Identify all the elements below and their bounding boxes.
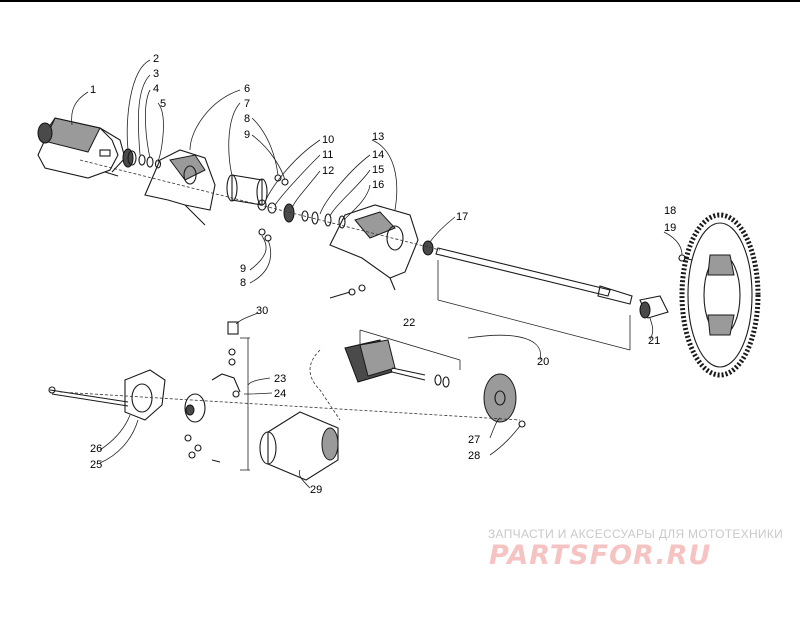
callout-16: 16 bbox=[372, 179, 384, 191]
part-pinion-gear bbox=[122, 148, 137, 168]
part-gear-stack-10-16 bbox=[257, 199, 346, 229]
callout-15: 15 bbox=[372, 164, 384, 176]
part-ring-gear-18 bbox=[679, 212, 761, 378]
part-brush-plate bbox=[184, 393, 221, 463]
callout-14: 14 bbox=[372, 149, 384, 161]
callout-27: 27 bbox=[468, 434, 480, 446]
part-end-plate-27 bbox=[483, 373, 517, 423]
callout-23: 23 bbox=[274, 373, 286, 385]
callout-26: 26 bbox=[90, 443, 102, 455]
leader-lines bbox=[71, 59, 683, 489]
part-armature-22 bbox=[344, 339, 450, 388]
callout-12: 12 bbox=[322, 165, 334, 177]
callout-19: 19 bbox=[664, 222, 676, 234]
callout-25: 25 bbox=[90, 459, 102, 471]
callout-5: 5 bbox=[160, 98, 166, 110]
callout-9: 9 bbox=[244, 129, 250, 141]
part-starter-motor bbox=[37, 117, 126, 179]
assembly-lines bbox=[59, 159, 631, 471]
part-end-cap-25 bbox=[124, 369, 166, 421]
callout-29: 29 bbox=[310, 484, 322, 496]
part-mounting-bracket-6 bbox=[144, 149, 216, 226]
callout-labels: 1 2 3 4 5 6 7 8 9 10 11 12 13 14 15 16 1… bbox=[90, 53, 676, 496]
part-housing-29 bbox=[259, 411, 339, 481]
watermark-logo: PARTSFOR.RU bbox=[489, 540, 712, 571]
top-border bbox=[0, 0, 800, 2]
callout-9b: 9 bbox=[240, 263, 246, 275]
callout-7: 7 bbox=[244, 98, 250, 110]
callout-24: 24 bbox=[274, 388, 286, 400]
callout-20: 20 bbox=[537, 356, 549, 368]
part-screw-28 bbox=[518, 420, 526, 428]
callout-28: 28 bbox=[468, 450, 480, 462]
callout-13: 13 bbox=[372, 131, 384, 143]
callout-1: 1 bbox=[90, 84, 96, 96]
callout-6: 6 bbox=[244, 83, 250, 95]
callout-2: 2 bbox=[153, 53, 159, 65]
callout-8: 8 bbox=[244, 113, 250, 125]
watermark-caption: ЗАПЧАСТИ И АКСЕССУАРЫ ДЛЯ МОТОТЕХНИКИ bbox=[488, 527, 784, 541]
callout-4: 4 bbox=[153, 83, 159, 95]
callout-18: 18 bbox=[664, 205, 676, 217]
callout-10: 10 bbox=[322, 134, 334, 146]
callout-21: 21 bbox=[648, 335, 660, 347]
part-brush-hardware-23-24 bbox=[211, 321, 241, 398]
callout-22: 22 bbox=[403, 317, 415, 329]
part-bracket-13 bbox=[329, 204, 419, 299]
callout-30: 30 bbox=[256, 305, 268, 317]
callout-17: 17 bbox=[456, 211, 468, 223]
part-bolt-8-9 bbox=[258, 174, 289, 242]
part-coupling-21 bbox=[639, 295, 669, 319]
callout-3: 3 bbox=[153, 68, 159, 80]
callout-11: 11 bbox=[322, 149, 333, 161]
part-bushing-17 bbox=[422, 240, 434, 256]
part-shaft-20 bbox=[435, 247, 633, 305]
part-through-bolts-26 bbox=[48, 386, 129, 407]
callout-8b: 8 bbox=[240, 277, 246, 289]
